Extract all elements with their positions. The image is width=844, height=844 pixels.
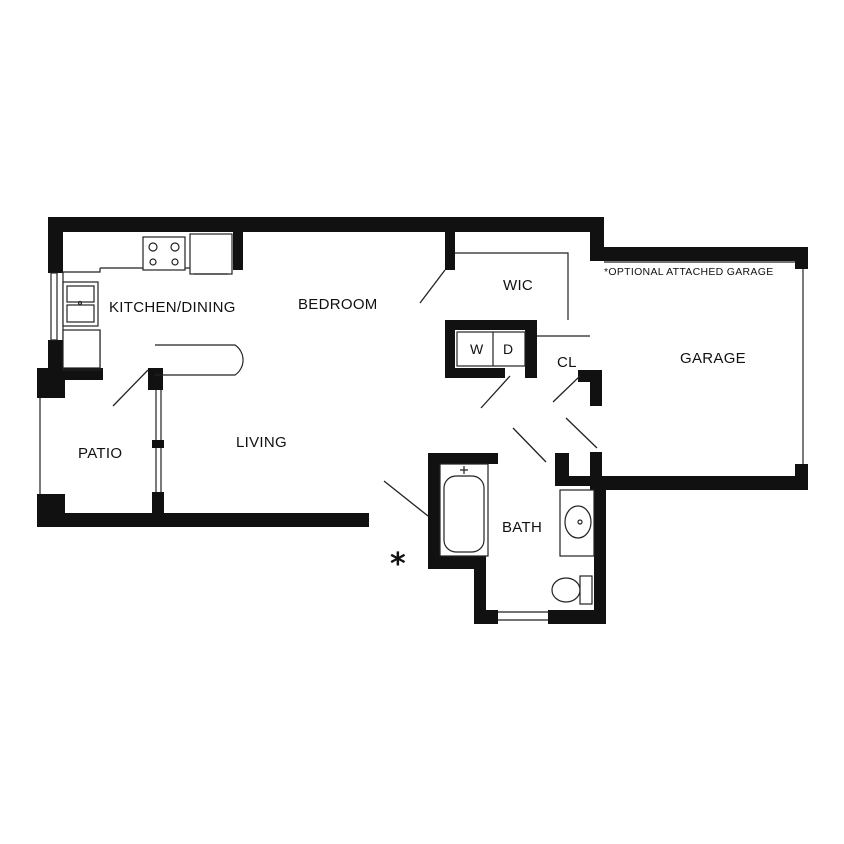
room-label-bath: BATH — [502, 519, 542, 536]
toilet-icon — [551, 575, 593, 605]
room-label-closet: CL — [557, 354, 577, 371]
vanity-icon — [559, 489, 595, 557]
wic-shelf — [455, 252, 569, 320]
room-label-bedroom: BEDROOM — [298, 296, 378, 313]
kitchen-peninsula — [155, 344, 244, 376]
washer-dryer — [456, 331, 526, 367]
room-label-wic: WIC — [503, 277, 533, 294]
bathtub-icon — [439, 463, 489, 557]
room-label-dryer: D — [503, 341, 513, 357]
windows — [39, 261, 804, 621]
room-label-patio: PATIO — [78, 445, 122, 462]
room-label-washer: W — [470, 341, 484, 357]
walls — [37, 217, 808, 624]
range-icon — [142, 236, 186, 271]
room-label-garage: GARAGE — [680, 350, 746, 367]
refrigerator-icon — [189, 233, 233, 275]
garage-note: *OPTIONAL ATTACHED GARAGE — [604, 266, 774, 278]
asterisk-marker: * — [390, 547, 406, 582]
room-label-kitchen-dining: KITCHEN/DINING — [109, 299, 236, 316]
bath-fixtures — [439, 463, 595, 605]
doors — [112, 269, 598, 517]
kitchen-fixtures — [62, 233, 233, 371]
room-label-living: LIVING — [236, 434, 287, 451]
